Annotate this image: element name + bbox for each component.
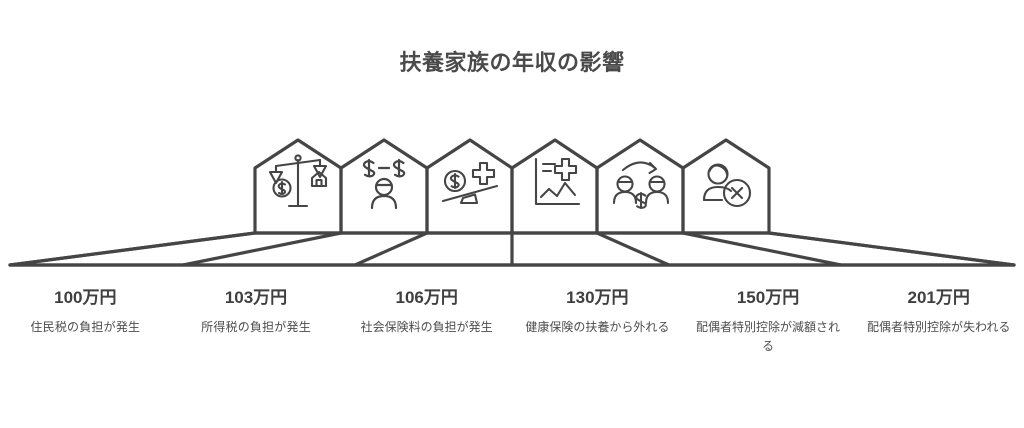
milestone-description-1: 住民税の負担が発生 xyxy=(30,320,141,335)
dollar-left xyxy=(362,158,376,178)
road-divider-right-inner xyxy=(595,231,671,267)
milestone-description-2: 所得税の負担が発生 xyxy=(201,320,311,335)
house-shape-5 xyxy=(595,138,685,235)
milestone-column-1: 100万円 住民税の負担が発生 xyxy=(0,288,171,398)
person-money-minus-icon xyxy=(362,158,406,210)
chart-medical-cross-icon xyxy=(534,157,581,206)
house-shape-6 xyxy=(681,138,771,235)
road-divider-left-inner xyxy=(353,231,429,267)
two-people-money-transfer-icon xyxy=(612,161,670,210)
milestone-amount-3: 106万円 xyxy=(395,288,458,307)
road-divider-left-outer xyxy=(8,231,257,267)
milestone-labels: 100万円 住民税の負担が発生 103万円 所得税の負担が発生 106万円 社会… xyxy=(0,288,1024,398)
road-divider-right-mid xyxy=(681,231,843,267)
milestone-column-3: 106万円 社会保険料の負担が発生 xyxy=(341,288,512,398)
road-outline xyxy=(8,231,1016,267)
page-title: 扶養家族の年収の影響 xyxy=(399,50,625,75)
milestone-column-5: 150万円 配偶者特別控除が減額される xyxy=(683,288,854,398)
milestone-column-4: 130万円 健康保険の扶養から外れる xyxy=(512,288,683,398)
seesaw-coin-medical-cross-icon xyxy=(441,161,499,205)
milestone-amount-5: 150万円 xyxy=(736,288,800,307)
person-x-mark-icon xyxy=(702,163,752,208)
scale-money-house-icon xyxy=(268,154,328,208)
milestone-column-6: 201万円 配偶者特別控除が失われる xyxy=(853,288,1024,398)
house-shape-3 xyxy=(425,138,514,235)
milestone-amount-4: 130万円 xyxy=(566,288,629,307)
milestone-amount-2: 103万円 xyxy=(224,288,288,307)
milestone-amount-1: 100万円 xyxy=(54,288,117,307)
milestone-description-5: 配偶者特別控除が減額される xyxy=(696,320,841,353)
dollar-right xyxy=(392,158,406,178)
house-shape-4 xyxy=(510,138,599,235)
house-shape-2 xyxy=(339,138,429,235)
house-shape-1 xyxy=(253,138,343,235)
milestone-amount-6: 201万円 xyxy=(907,288,970,307)
milestone-description-6: 配偶者特別控除が失われる xyxy=(866,320,1011,335)
milestone-description-4: 健康保険の扶養から外れる xyxy=(525,320,670,335)
milestone-description-3: 社会保険料の負担が発生 xyxy=(360,320,493,335)
road-divider-right-outer xyxy=(767,231,1016,267)
road-divider-left-mid xyxy=(181,231,343,267)
milestone-column-2: 103万円 所得税の負担が発生 xyxy=(171,288,342,398)
